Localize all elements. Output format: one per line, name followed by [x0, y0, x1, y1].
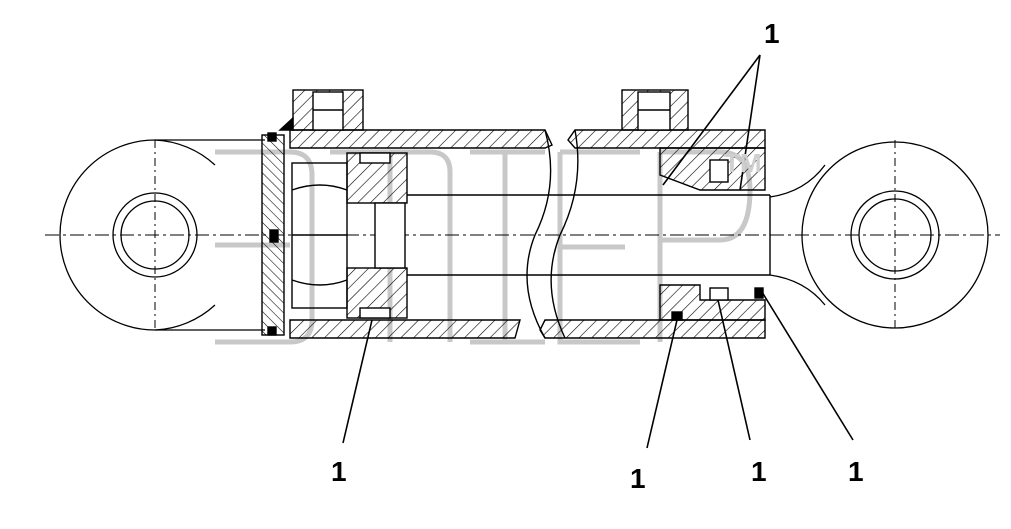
piston	[346, 152, 408, 319]
end-cap-left	[261, 132, 285, 336]
left-eye-mount	[59, 139, 265, 331]
callout-label-top: 1	[764, 18, 780, 49]
callout-label-gland-2: 1	[751, 456, 767, 487]
right-eye-mount	[769, 140, 989, 330]
leader-lines	[342, 54, 854, 449]
piston-nut	[291, 162, 348, 309]
piston-rod	[407, 194, 771, 276]
callout-label-piston: 1	[331, 456, 347, 487]
watermark-tm: TM	[724, 148, 762, 178]
port-left	[278, 89, 364, 131]
port-right	[621, 89, 689, 131]
rod-gland	[659, 147, 766, 321]
callout-label-gland-1: 1	[630, 463, 646, 494]
callout-label-gland-3: 1	[848, 456, 864, 487]
